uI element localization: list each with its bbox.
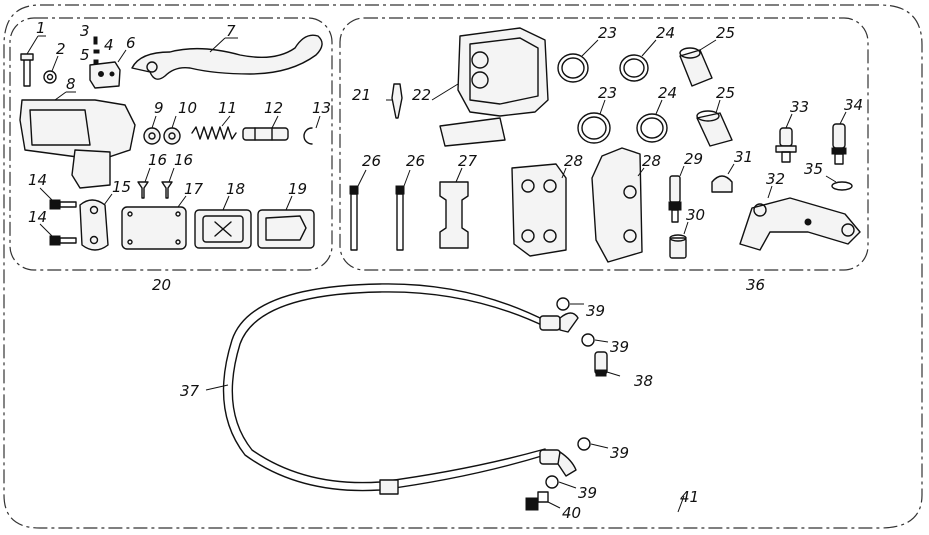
- reservoir-cap-part: [121, 195, 187, 250]
- brake-hose-part: [205, 283, 579, 495]
- callout-5: 5: [80, 46, 90, 64]
- callout-9: 9: [154, 99, 164, 117]
- callout-11: 11: [218, 99, 237, 117]
- rubber-boot-part: [711, 163, 735, 193]
- callout-31: 31: [734, 148, 753, 166]
- master-cylinder-group-box: [9, 17, 333, 271]
- brake-lever-part: [131, 34, 323, 80]
- bracket-bolt-part: [831, 111, 847, 165]
- caliper-bracket-part: [739, 185, 861, 251]
- callout-18: 18: [226, 180, 245, 198]
- screw-part: [20, 35, 46, 87]
- callout-41: 41: [680, 488, 699, 506]
- callout-23a: 23: [598, 24, 617, 42]
- pad-spring-part: [439, 167, 469, 249]
- circlip-part: [303, 115, 321, 145]
- diaphragm-plate-part: [194, 195, 252, 249]
- callout-33: 33: [790, 98, 809, 116]
- diaphragm-gasket-part: [257, 195, 315, 249]
- banjo-bolt-part: [594, 351, 621, 377]
- callout-10: 10: [178, 99, 197, 117]
- callout-23b: 23: [598, 84, 617, 102]
- callout-30: 30: [686, 206, 705, 224]
- callout-28b: 28: [642, 152, 661, 170]
- callout-12: 12: [264, 99, 283, 117]
- callout-14a: 14: [28, 171, 47, 189]
- pad-pin-pair-part: [349, 169, 411, 251]
- retaining-clip-part: [825, 175, 853, 191]
- callout-36: 36: [746, 276, 765, 294]
- callout-39c: 39: [610, 444, 629, 462]
- callout-25a: 25: [716, 24, 735, 42]
- handlebar-clamp-part: [79, 193, 113, 251]
- callout-26b: 26: [406, 152, 425, 170]
- callout-16b: 16: [174, 151, 193, 169]
- slide-pin-part: [668, 165, 685, 223]
- master-cylinder-body-part: [19, 91, 136, 189]
- spring-part: [191, 115, 237, 140]
- callout-32: 32: [766, 170, 785, 188]
- caliper-piston-pair-part: [679, 39, 733, 147]
- piston-seal-pair-part: [557, 39, 611, 144]
- crush-washer-set-part: [545, 297, 609, 489]
- callout-34: 34: [844, 96, 863, 114]
- callout-13: 13: [312, 99, 331, 117]
- dust-seal-pair-part: [619, 39, 668, 143]
- outer-frame: [3, 4, 923, 529]
- caliper-group-box: [339, 17, 869, 271]
- bushing-part: [669, 221, 689, 259]
- callout-41-leader: [677, 495, 685, 513]
- callout-19: 19: [288, 180, 307, 198]
- callout-25b: 25: [716, 84, 735, 102]
- hose-guide-bolt-part: [525, 491, 561, 511]
- callout-16a: 16: [148, 151, 167, 169]
- callout-37: 37: [180, 382, 200, 400]
- callout-1: 1: [36, 19, 46, 37]
- callout-38: 38: [634, 372, 653, 390]
- caliper-body-part: [431, 27, 549, 147]
- callout-39d: 39: [578, 484, 597, 502]
- callout-29: 29: [684, 150, 703, 168]
- callout-2: 2: [56, 40, 66, 58]
- callout-39a: 39: [586, 302, 605, 320]
- callout-39b: 39: [610, 338, 629, 356]
- callout-27: 27: [458, 152, 478, 170]
- washer-pair-part: [143, 115, 181, 145]
- callout-20: 20: [152, 276, 171, 294]
- callout-24a: 24: [656, 24, 675, 42]
- bracket-pin-part: [775, 113, 797, 163]
- small-screw-part: [93, 36, 100, 65]
- cap-screw-pair-part: [137, 167, 175, 199]
- callout-22: 22: [412, 86, 431, 104]
- callout-17: 17: [184, 180, 204, 198]
- callout-8: 8: [66, 75, 76, 93]
- callout-14b: 14: [28, 208, 47, 226]
- callout-6: 6: [126, 34, 136, 52]
- callout-15: 15: [112, 178, 131, 196]
- callout-7: 7: [226, 22, 236, 40]
- piston-part: [242, 115, 289, 141]
- callout-35: 35: [804, 160, 823, 178]
- bolt-pair-part: [39, 187, 77, 246]
- brake-pad-pair-part: [511, 147, 645, 263]
- brake-switch-part: [89, 49, 127, 89]
- callout-26a: 26: [362, 152, 381, 170]
- nut-part: [43, 55, 59, 84]
- callout-28a: 28: [564, 152, 583, 170]
- callout-40: 40: [562, 504, 581, 522]
- callout-4: 4: [104, 36, 114, 54]
- bleeder-screw-part: [386, 83, 403, 119]
- callout-24b: 24: [658, 84, 677, 102]
- callout-21: 21: [352, 86, 371, 104]
- callout-3: 3: [80, 22, 90, 40]
